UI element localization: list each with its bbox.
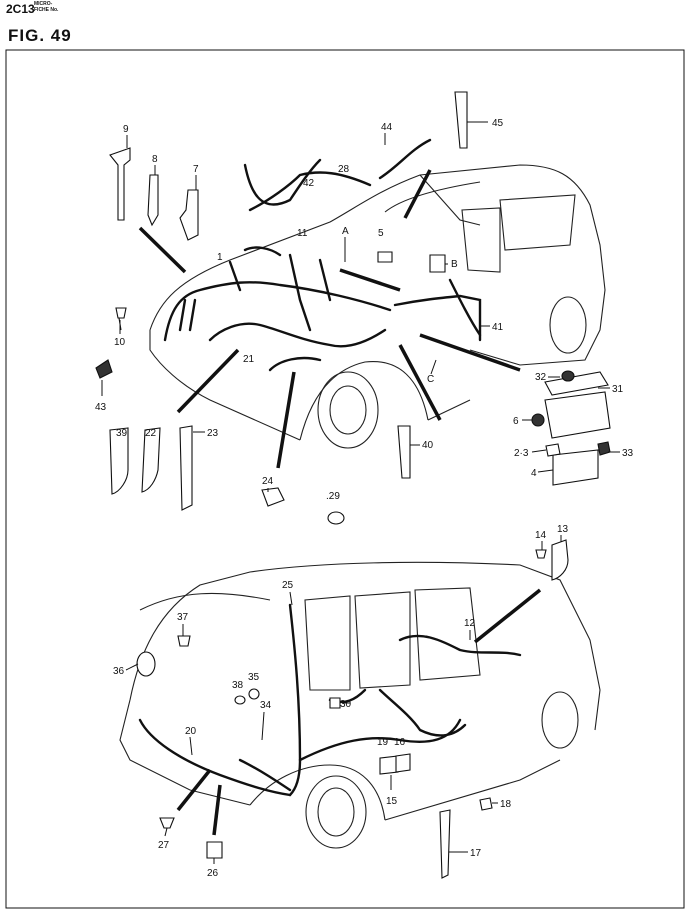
part-5-connector [377,251,393,263]
callout-41: 41 [492,322,504,333]
callout-17: 17 [470,848,482,859]
callout-27: 27 [158,840,170,851]
part-8-bracket [147,174,159,227]
callout-43: 43 [95,402,107,413]
callout-25: 25 [282,580,294,591]
callout-36: 36 [113,666,125,677]
callout-labels: 1 2·3 4 5 6 7 8 9 10 11 12 13 14 15 16 1… [95,118,634,879]
part-31-fuse-cover [544,371,609,396]
callout-b: B [451,259,458,270]
callout-2-3: 2·3 [514,448,529,459]
callout-19: 19 [377,737,389,748]
callout-45: 45 [492,118,504,129]
callout-23: 23 [207,428,219,439]
callout-18: 18 [500,799,512,810]
part-37-bolt [177,635,191,647]
callout-8: 8 [152,154,158,165]
callout-14: 14 [535,530,547,541]
micro-fiche-label: MICRO- FICHE No. [34,1,59,13]
part-44-harness [378,138,432,180]
part-4-bracket [552,449,599,486]
part-40-strap [397,425,411,479]
callout-1: 1 [217,252,223,263]
part-42-harness [243,158,322,206]
callout-44: 44 [381,122,393,133]
part-16-tape [395,753,411,773]
part-29-nut [327,511,345,525]
callout-9: 9 [123,124,129,135]
part-41-harness [448,278,482,337]
part-36-cover [136,651,156,677]
part-19-tape [379,755,399,775]
callout-12: 12 [464,618,476,629]
figure-title: FIG. 49 [8,26,72,45]
callout-21: 21 [243,354,255,365]
callout-16: 16 [394,737,406,748]
callout-5: 5 [378,228,384,239]
callout-29: .29 [326,491,340,502]
callout-34: 34 [260,700,272,711]
callout-40: 40 [422,440,434,451]
front-car-outline [149,164,606,449]
part-27-bolt [159,817,175,829]
callout-28: 28 [338,164,350,175]
parts-rear [136,539,569,879]
part-6-fuse-box [544,391,611,439]
callout-15: 15 [386,796,398,807]
callout-31: 31 [612,384,624,395]
callout-39: 39 [116,428,128,439]
micro-fiche-code: 2C13 [6,2,35,16]
parts-front [95,91,611,525]
part-23-bracket [179,425,193,511]
part-2-3-relay [545,443,561,457]
rear-car-outline [119,561,601,849]
callout-4: 4 [531,468,537,479]
callout-32: 32 [535,372,547,383]
part-22-cover [141,427,161,493]
callout-35: 35 [248,672,260,683]
front-harness [163,171,482,372]
callout-30: 30 [340,699,352,710]
pointer-lines-front [138,169,521,469]
part-43-clip [95,359,113,379]
callout-24: 24 [262,476,274,487]
callout-a: A [342,226,349,237]
part-45-strap [454,91,468,149]
callout-22: 22 [145,428,157,439]
part-33-clip [597,441,611,456]
part-39-cover [109,427,129,495]
part-b-relay [429,254,446,273]
callout-42: 42 [303,178,315,189]
part-26-pad [206,841,223,859]
part-6-nut [531,413,545,427]
callout-c: C [427,374,434,385]
callout-20: 20 [185,726,197,737]
part-17-bracket [439,809,451,879]
callout-6: 6 [513,416,519,427]
leader-lines [101,121,620,864]
part-7-bracket [179,189,199,241]
callout-13: 13 [557,524,569,535]
part-38-grommet [234,695,246,705]
part-10-bolt [115,307,127,331]
callout-38: 38 [232,680,244,691]
part-18-bolt [479,797,493,811]
callout-11: 11 [297,228,308,239]
diagram-frame [5,49,685,909]
part-13-cover [551,539,569,581]
part-9-bracket [109,147,131,221]
part-14-bolt [535,549,547,559]
part-24-grommet [261,487,285,507]
callout-7: 7 [193,164,199,175]
callout-37: 37 [177,612,189,623]
part-30-connector [329,697,341,709]
part-35-clip [248,688,260,700]
callout-26: 26 [207,868,219,879]
part-32-nut [561,370,575,382]
pointer-lines-rear [176,588,542,836]
callout-10: 10 [114,337,126,348]
callout-33: 33 [622,448,634,459]
